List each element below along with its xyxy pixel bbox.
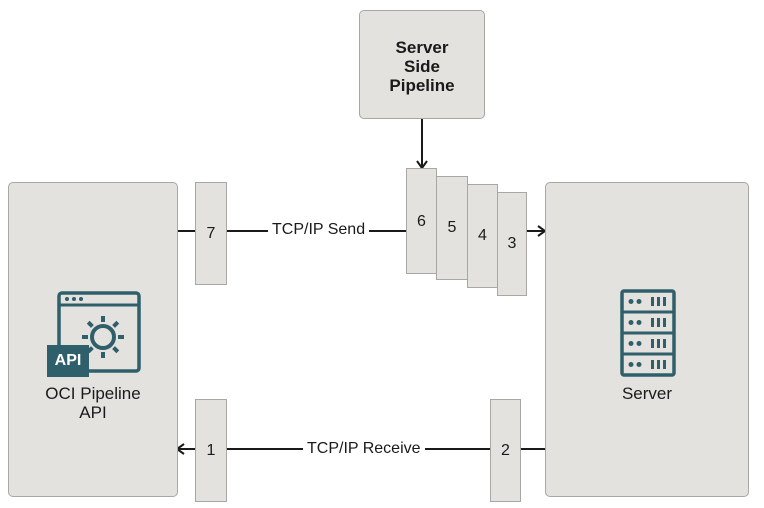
oci-pipeline-api-box: API OCI Pipeline API	[8, 182, 178, 497]
packet-5-label: 5	[447, 219, 457, 236]
api-badge-label: API	[54, 352, 82, 369]
packet-1-label: 1	[206, 441, 216, 459]
packet-7-label: 7	[206, 224, 216, 242]
server-title: Server	[621, 384, 673, 403]
oci-pipeline-api-title: OCI Pipeline API	[45, 384, 141, 422]
api-gear-window-icon	[47, 291, 141, 377]
packet-1: 1	[195, 399, 227, 502]
server-rack-icon	[620, 289, 676, 377]
packet-7: 7	[195, 182, 227, 285]
packet-3-label: 3	[507, 235, 517, 252]
tcp-ip-receive-label: TCP/IP Receive	[303, 440, 425, 458]
server-side-pipeline-title: Server Side Pipeline	[389, 38, 455, 95]
packet-4: 4	[467, 184, 498, 288]
server-side-pipeline-box: Server Side Pipeline	[359, 10, 485, 119]
packet-3: 3	[497, 192, 527, 296]
packet-6: 6	[406, 168, 437, 274]
tcp-ip-send-label: TCP/IP Send	[268, 221, 370, 239]
packet-2-label: 2	[501, 441, 510, 459]
packet-5: 5	[436, 176, 468, 280]
packet-2: 2	[490, 399, 521, 502]
server-box: Server	[545, 182, 749, 497]
packet-6-label: 6	[417, 213, 426, 230]
packet-4-label: 4	[478, 227, 487, 244]
